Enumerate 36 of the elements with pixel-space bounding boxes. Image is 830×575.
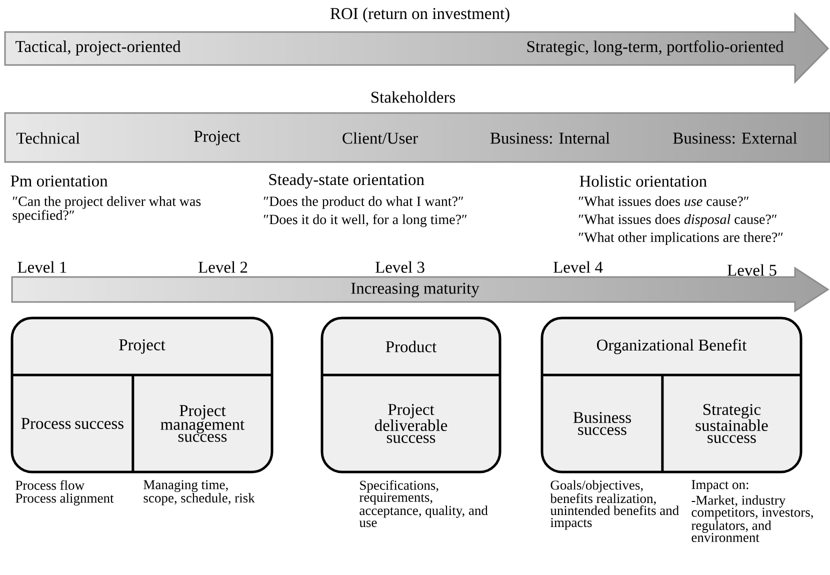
band-label: Strategic, long-term, portfolio-oriented <box>527 40 784 56</box>
success-cell: Process success <box>21 418 124 429</box>
level-label: Level 2 <box>198 261 248 273</box>
level-label: Level 5 <box>728 264 776 276</box>
description: Process flow <box>16 480 84 490</box>
heading: Stakeholders <box>371 91 456 103</box>
success-cell: Business success <box>573 412 631 436</box>
quote: ″What issues does use cause?″ <box>578 196 748 206</box>
band-label: Project <box>194 130 240 146</box>
level-label: Level 4 <box>554 261 603 273</box>
band-label: Increasing maturity <box>351 282 480 298</box>
success-cell: Strategic sustainable success <box>696 404 768 444</box>
success-cell: Project management success <box>160 405 245 442</box>
level-label: Level 1 <box>18 261 66 273</box>
description: Specifications, requirements, acceptance, quality, and use <box>359 480 488 528</box>
description: Process alignment <box>16 493 114 506</box>
band-label: Business: External <box>673 132 797 144</box>
description: -Market, industry competitors, investors, regulators, and environment <box>691 495 813 542</box>
band-label: Tactical, project-oriented <box>16 40 181 56</box>
quote: ″Does it do it well, for a long time?″ <box>264 214 467 228</box>
box-heading: Organizational Benefit <box>596 338 747 354</box>
description: Managing time, scope, schedule, risk <box>144 480 255 506</box>
box-heading: Product <box>386 340 437 352</box>
heading: ROI (return on investment) <box>330 8 510 22</box>
quote: ″Can the project deliver what was specified?″ <box>12 196 201 223</box>
description: Impact on: <box>692 480 748 492</box>
description: Goals/objectives, benefits realization, unintended benefits and impacts <box>550 480 679 530</box>
box-heading: Project <box>119 339 166 354</box>
level-label: Level 3 <box>376 261 424 273</box>
band-label: Technical <box>16 132 80 144</box>
band-label: Business: Internal <box>490 132 610 144</box>
success-cell: Project deliverable success <box>374 404 448 444</box>
quote: ″Does the product do what I want?″ <box>264 196 464 209</box>
band-label: Client/User <box>342 132 418 144</box>
quote: ″What issues does disposal cause?″ <box>578 214 777 227</box>
quote: ″What other implications are there?″ <box>578 232 783 245</box>
